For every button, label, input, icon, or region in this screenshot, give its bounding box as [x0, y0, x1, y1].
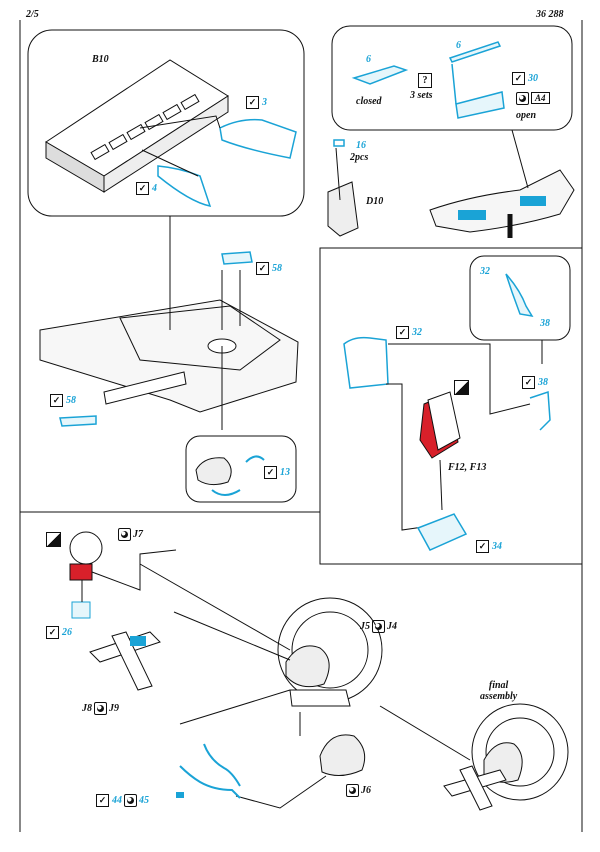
part-number: 34 [492, 540, 502, 552]
callout-38: ✓38 [522, 376, 548, 389]
part-label: J6 [361, 784, 371, 796]
part-number: 4 [152, 182, 157, 194]
callout-3: ✓3 [246, 96, 267, 109]
paint-icon [94, 702, 107, 715]
part-number-38-detail: 38 [540, 318, 550, 329]
callout-26: ✓26 [46, 626, 72, 639]
part-number: 58 [272, 262, 282, 274]
part-label-j5: J5 [360, 620, 370, 632]
callout-j5-j4: J5 J4 [360, 620, 397, 633]
check-icon: ✓ [96, 794, 109, 807]
part-number-6b: 6 [456, 40, 461, 51]
callout-58-top: ✓58 [256, 262, 282, 275]
part-label-j4: J4 [387, 620, 397, 632]
check-icon: ✓ [476, 540, 489, 553]
check-icon: ✓ [46, 626, 59, 639]
paint-code: A4 [531, 92, 550, 104]
black-paint-icon [46, 532, 61, 547]
part-number: 26 [62, 626, 72, 638]
page-number: 2/5 [26, 9, 39, 20]
callout-30: ✓30 [512, 72, 538, 85]
check-icon: ✓ [136, 182, 149, 195]
part-number-32-detail: 32 [480, 266, 490, 277]
part-number: 13 [280, 466, 290, 478]
callout-44-45: ✓44 45 [96, 794, 149, 807]
paint-icon [346, 784, 359, 797]
part-number-16: 16 [356, 140, 366, 151]
part-label: J7 [133, 528, 143, 540]
black-paint-icon [454, 380, 469, 395]
check-icon: ✓ [50, 394, 63, 407]
question-box: ? [418, 70, 432, 88]
paint-icon [372, 620, 385, 633]
paint-a4: A4 [514, 92, 550, 106]
sets-label: 3 sets [410, 90, 433, 101]
check-icon: ✓ [512, 72, 525, 85]
pcs-label: 2pcs [350, 152, 369, 163]
part-label-j9: J9 [109, 702, 119, 714]
part-label-f12-f13: F12, F13 [448, 462, 487, 473]
part-label-j8: J8 [82, 702, 92, 714]
callout-32: ✓32 [396, 326, 422, 339]
check-icon: ✓ [396, 326, 409, 339]
kit-code: 36 288 [536, 9, 564, 20]
check-icon: ✓ [264, 466, 277, 479]
callout-58-left: ✓58 [50, 394, 76, 407]
part-number: 30 [528, 72, 538, 84]
paint-icon [516, 92, 529, 106]
callout-34: ✓34 [476, 540, 502, 553]
final-label: final [488, 680, 509, 691]
question-mark-icon: ? [418, 73, 432, 88]
part-number: 3 [262, 96, 267, 108]
part-number: 32 [412, 326, 422, 338]
part-number: 38 [538, 376, 548, 388]
check-icon: ✓ [256, 262, 269, 275]
part-label-d10: D10 [366, 196, 384, 207]
closed-label: closed [356, 96, 382, 107]
paint-icon [118, 528, 131, 541]
callout-j7: J7 [116, 528, 143, 541]
callout-13: ✓13 [264, 466, 290, 479]
callout-j6: J6 [344, 784, 371, 797]
assembly-label: assembly [480, 691, 518, 702]
part-number-45: 45 [139, 794, 149, 806]
part-label-b10: B10 [92, 54, 109, 65]
check-icon: ✓ [246, 96, 259, 109]
part-number: 58 [66, 394, 76, 406]
paint-icon [124, 794, 137, 807]
part-number-44: 44 [112, 794, 122, 806]
check-icon: ✓ [522, 376, 535, 389]
open-label: open [516, 110, 536, 121]
callout-4: ✓4 [136, 182, 157, 195]
callout-j8-j9: J8 J9 [82, 702, 119, 715]
part-number-6a: 6 [366, 54, 371, 65]
